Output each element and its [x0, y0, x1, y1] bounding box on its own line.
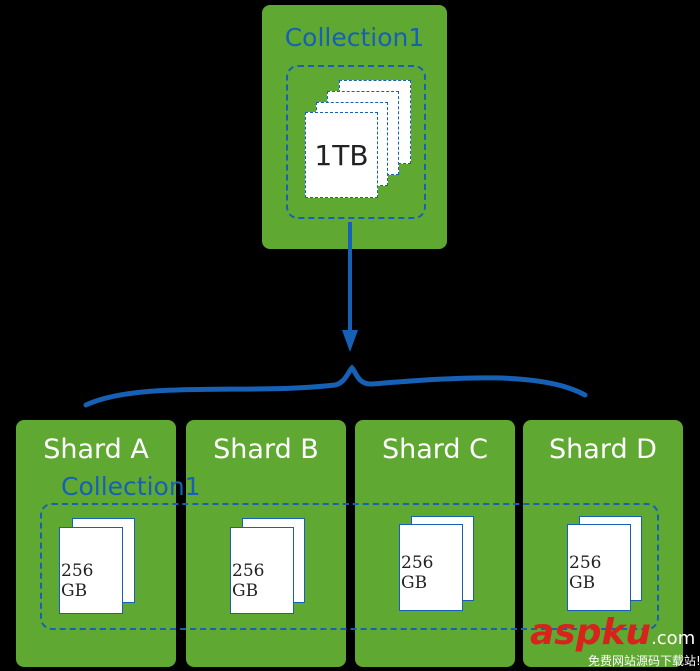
chunk-size: 256 GB — [61, 561, 94, 601]
shard-label: Shard A — [43, 434, 149, 465]
chunk-size: 256 GB — [569, 553, 602, 593]
chunk-page: 256 GB — [399, 524, 463, 611]
chunk-page: 256 GB — [230, 527, 294, 614]
shard-label: Shard C — [382, 434, 488, 465]
source-collection-box: Collection1 1TB — [262, 5, 447, 249]
sharded-collection-boundary — [40, 503, 659, 630]
shard-c: Shard C — [355, 420, 515, 667]
sharded-collection-label: Collection1 — [61, 472, 201, 501]
shard-label: Shard B — [213, 434, 319, 465]
curly-brace — [83, 364, 588, 408]
source-collection-label: Collection1 — [284, 23, 425, 52]
watermark-tagline: 免费网站源码下载站! — [588, 654, 700, 668]
chunk-page: 256 GB — [59, 527, 123, 614]
document-page: 1TB — [305, 112, 378, 198]
watermark-brand: aspku — [530, 612, 652, 653]
source-size-label: 1TB — [314, 139, 369, 172]
shard-label: Shard D — [549, 434, 657, 465]
chunk-size: 256 GB — [232, 561, 265, 601]
chunk-size: 256 GB — [401, 553, 434, 593]
split-arrow-head — [342, 330, 358, 352]
watermark-suffix: .com — [651, 628, 696, 649]
watermark-logo: aspku.com 免费网站源码下载站! — [530, 612, 700, 668]
chunk-page: 256 GB — [567, 524, 631, 611]
source-collection-boundary — [286, 65, 426, 219]
